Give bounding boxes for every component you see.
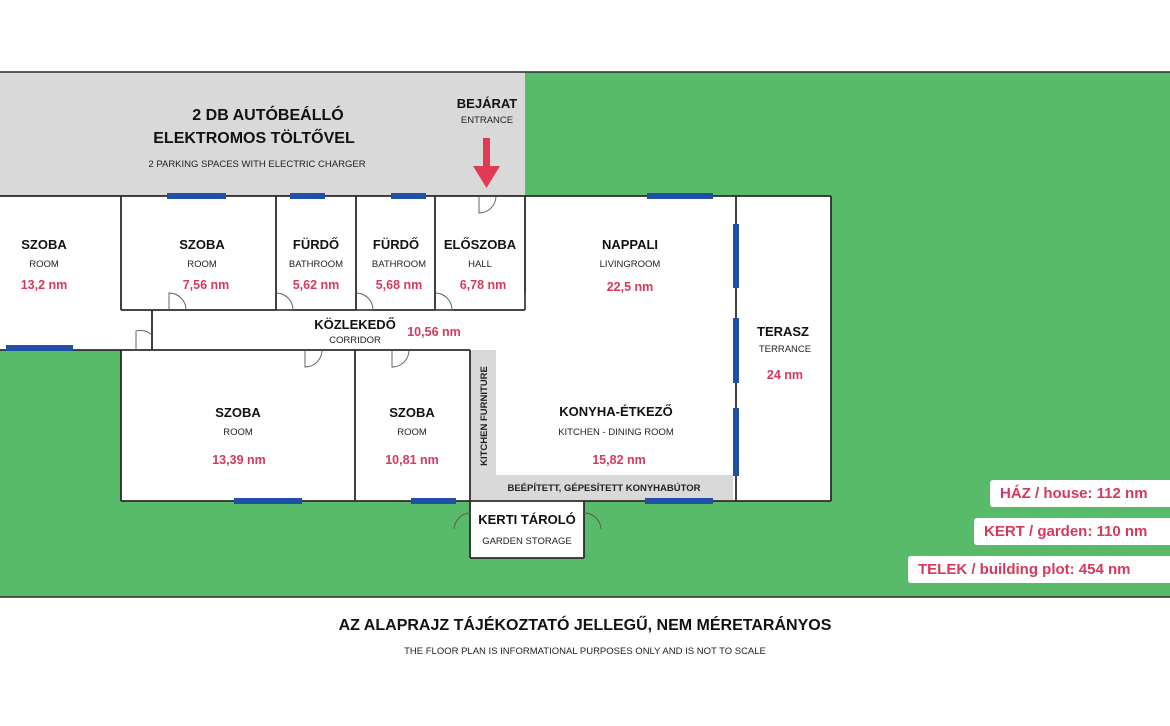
room-furdo-1-sub: BATHROOM	[289, 259, 343, 270]
room-szoba-4-area: 10,81 nm	[385, 453, 439, 467]
plot-area-badge: TELEK / building plot: 454 nm	[908, 556, 1170, 583]
room-nappali-name: NAPPALI	[602, 237, 658, 252]
kitchen-furniture-horizontal-label: BEÉPÍTETT, GÉPESÍTETT KONYHABÚTOR	[507, 482, 700, 494]
room-szoba-3-sub: ROOM	[223, 427, 253, 438]
room-kozlekedo-name: KÖZLEKEDŐ	[314, 317, 396, 332]
room-nappali-sub: LIVINGROOM	[600, 259, 661, 270]
room-kerti-sub: GARDEN STORAGE	[482, 536, 572, 547]
parking-title-line1: 2 DB AUTÓBEÁLLÓ	[192, 105, 343, 124]
entrance-title: BEJÁRAT	[457, 96, 517, 111]
room-terasz-sub: TERRANCE	[759, 344, 811, 355]
disclaimer-title: AZ ALAPRAJZ TÁJÉKOZTATÓ JELLEGŰ, NEM MÉR…	[338, 617, 832, 634]
house-area-badge: HÁZ / house: 112 nm	[990, 480, 1170, 507]
room-furdo-2-area: 5,68 nm	[376, 278, 423, 292]
room-eloszoba-area: 6,78 nm	[460, 278, 507, 292]
room-eloszoba-sub: HALL	[468, 259, 492, 270]
room-nappali-area: 22,5 nm	[607, 280, 654, 294]
arrow-down-icon	[473, 138, 500, 188]
room-szoba-3-area: 13,39 nm	[212, 453, 266, 467]
kitchen-furniture-horizontal	[471, 475, 733, 500]
windows	[6, 193, 739, 504]
parking-subtitle: 2 PARKING SPACES WITH ELECTRIC CHARGER	[148, 159, 365, 170]
disclaimer-subtitle: THE FLOOR PLAN IS INFORMATIONAL PURPOSES…	[404, 646, 766, 657]
room-furdo-1-name: FÜRDŐ	[293, 237, 339, 252]
room-eloszoba-name: ELŐSZOBA	[444, 237, 517, 252]
room-konyha-name: KONYHA-ÉTKEZŐ	[559, 404, 672, 419]
room-konyha-area: 15,82 nm	[592, 453, 646, 467]
room-szoba-1-sub: ROOM	[29, 259, 59, 270]
kitchen-furniture-vertical	[471, 350, 496, 476]
room-konyha-sub: KITCHEN - DINING ROOM	[558, 427, 674, 438]
parking-title-line2: ELEKTROMOS TÖLTŐVEL	[153, 128, 355, 147]
room-terasz-name: TERASZ	[757, 324, 809, 339]
room-szoba-1-name: SZOBA	[21, 237, 67, 252]
room-szoba-2-sub: ROOM	[187, 259, 217, 270]
room-szoba-1-area: 13,2 nm	[21, 278, 68, 292]
room-furdo-1-area: 5,62 nm	[293, 278, 340, 292]
room-furdo-2-name: FÜRDŐ	[373, 237, 419, 252]
room-kerti-name: KERTI TÁROLÓ	[478, 512, 576, 527]
room-kozlekedo-area: 10,56 nm	[407, 325, 461, 339]
room-szoba-2-name: SZOBA	[179, 237, 225, 252]
room-szoba-3-name: SZOBA	[215, 405, 261, 420]
room-furdo-2-sub: BATHROOM	[372, 259, 426, 270]
parking-area	[0, 72, 525, 195]
room-szoba-4-sub: ROOM	[397, 427, 427, 438]
room-szoba-4-name: SZOBA	[389, 405, 435, 420]
room-szoba-2-area: 7,56 nm	[183, 278, 230, 292]
doors	[135, 195, 602, 530]
room-terasz-area: 24 nm	[767, 368, 803, 382]
kitchen-furniture-vertical-label: KITCHEN FURNITURE	[479, 366, 490, 466]
garden-area-badge: KERT / garden: 110 nm	[974, 518, 1170, 545]
entrance-subtitle: ENTRANCE	[461, 115, 513, 126]
room-kozlekedo-sub: CORRIDOR	[329, 335, 381, 346]
